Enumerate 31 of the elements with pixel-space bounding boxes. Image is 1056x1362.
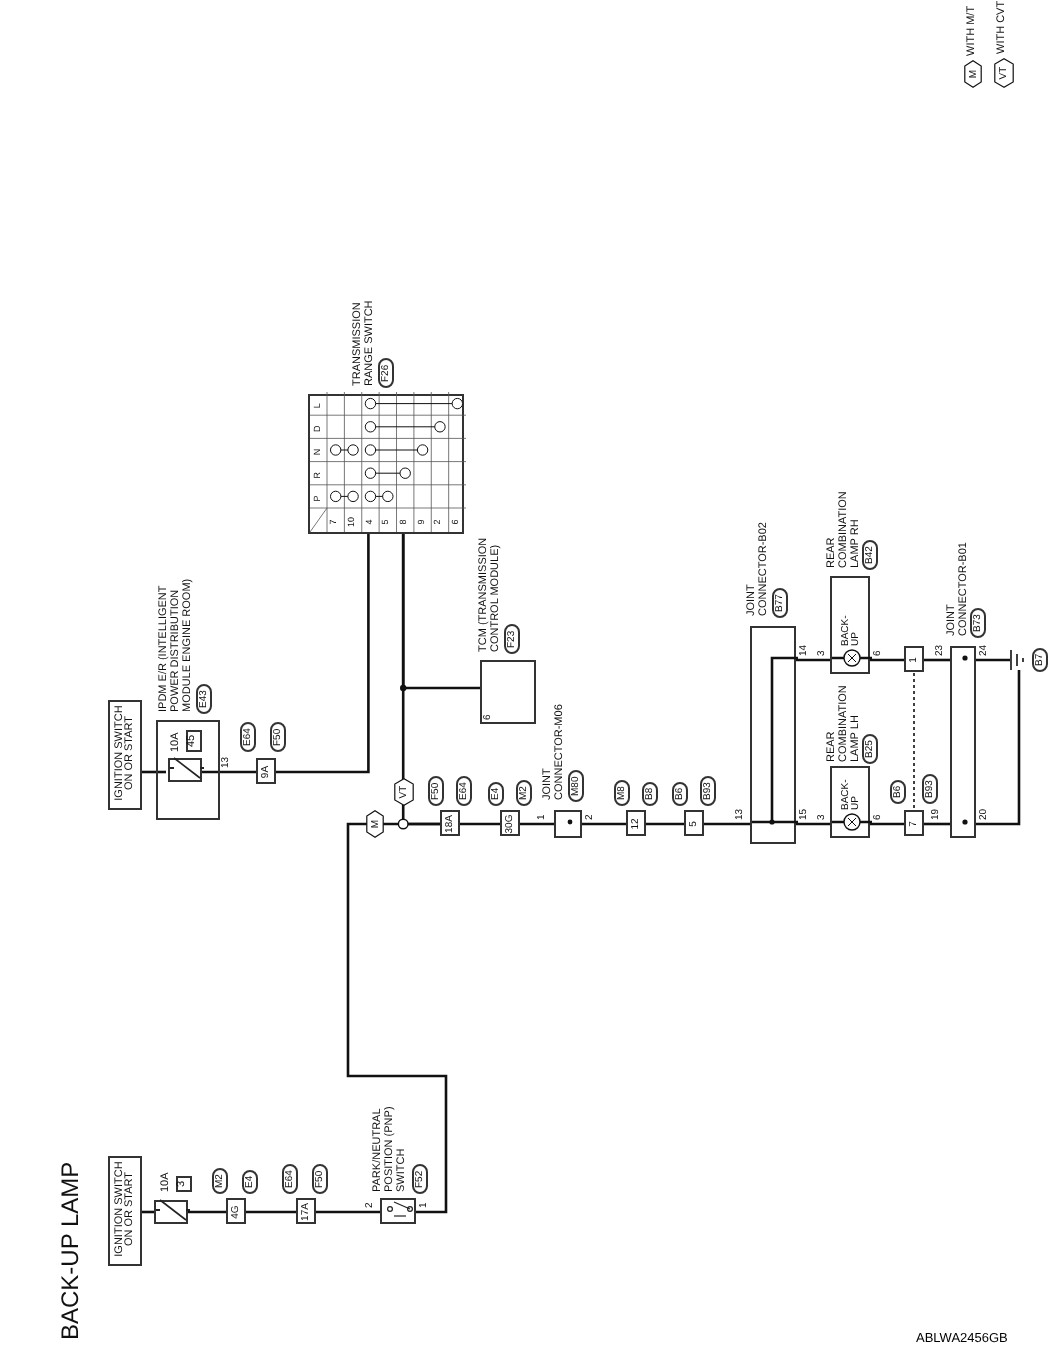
connector-box — [626, 811, 646, 837]
wire — [796, 658, 830, 662]
wire — [704, 822, 750, 826]
wire — [460, 822, 500, 826]
wire — [346, 822, 448, 1214]
dotted-line — [913, 672, 915, 812]
ground-symbol — [1010, 650, 1026, 670]
wire — [870, 822, 904, 826]
wire — [520, 822, 554, 826]
wire — [924, 822, 950, 826]
wire — [316, 1210, 380, 1214]
component-box — [108, 1156, 142, 1266]
wire — [924, 658, 950, 662]
connector-box — [904, 811, 924, 837]
connector-box — [904, 647, 924, 673]
wire — [246, 1210, 296, 1214]
connector-box — [684, 811, 704, 837]
wire — [870, 658, 904, 662]
diagram-title: BACK-UP LAMP — [58, 1161, 84, 1340]
wire — [276, 534, 370, 774]
wire — [200, 770, 256, 774]
wire — [582, 822, 626, 826]
wire — [142, 770, 166, 774]
component-box — [108, 700, 142, 810]
wire — [976, 670, 1021, 826]
wire — [796, 822, 830, 826]
wire — [401, 534, 440, 826]
wire — [188, 1210, 226, 1214]
wire — [976, 658, 1010, 662]
wire — [142, 1210, 154, 1214]
wire — [646, 822, 684, 826]
